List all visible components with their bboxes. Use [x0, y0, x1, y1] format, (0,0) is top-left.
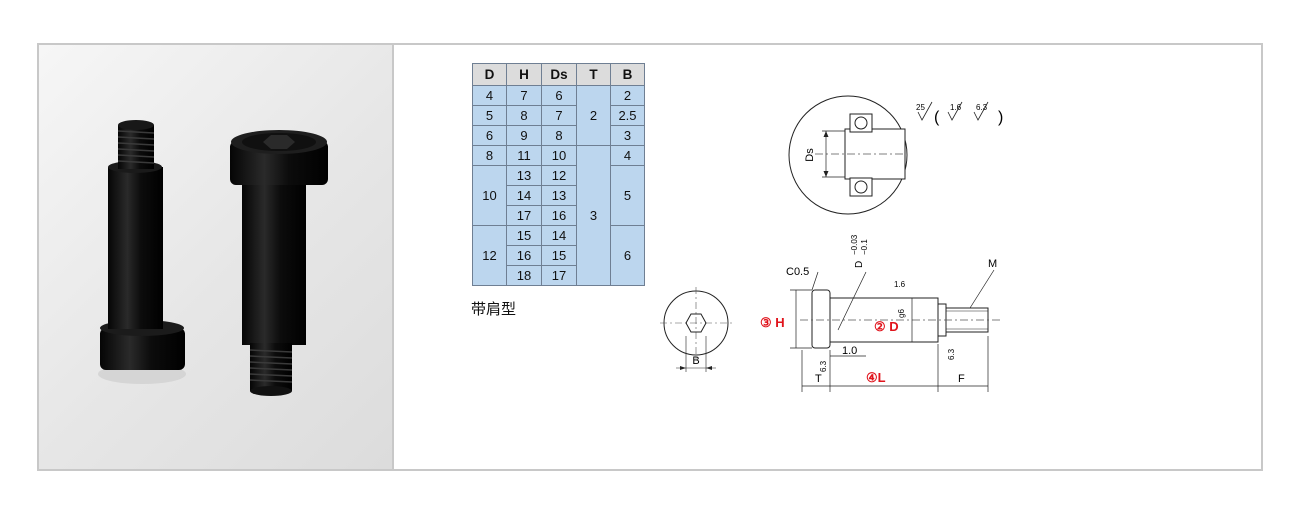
table-row: 18 17	[473, 265, 645, 286]
roughness-open-paren: (	[934, 109, 940, 126]
cell-ds: 15	[541, 245, 577, 266]
type-caption: 带肩型	[471, 300, 517, 318]
l-callout: ④L	[866, 370, 886, 385]
table-header-row: D H Ds T B	[472, 63, 645, 86]
m-label: M	[988, 258, 997, 270]
table-row: 17 16	[473, 205, 645, 226]
chamfer-label: C0.5	[786, 266, 809, 278]
end-view: B	[660, 287, 732, 372]
cell-b: 2	[610, 85, 645, 106]
header-h: H	[506, 63, 542, 86]
tolerance-upper: −0.03	[850, 234, 859, 255]
side-view	[811, 289, 989, 349]
cell-ds: 10	[541, 145, 577, 166]
cell-h: 17	[506, 205, 542, 226]
table-row: 8 11 10 3 4	[472, 145, 645, 286]
table-row: 12 15 14 6	[472, 225, 645, 286]
side-view-annotations	[790, 269, 1000, 392]
cell-b: 2.5	[610, 105, 645, 126]
header-ds: Ds	[541, 63, 577, 86]
table-row: 6 9 8 3	[472, 125, 645, 146]
cell-ds: 6	[541, 85, 577, 106]
cell-h: 14	[506, 185, 542, 206]
roughness-25: 25	[916, 103, 925, 112]
cell-b: 3	[610, 125, 645, 146]
cell-t: 3	[576, 145, 611, 286]
tolerance-lower: −0.1	[860, 239, 869, 255]
table-row: 14 13	[473, 185, 645, 206]
cell-d: 12	[472, 225, 507, 286]
cell-ds: 13	[541, 185, 577, 206]
cell-h: 9	[506, 125, 542, 146]
cell-d: 6	[472, 125, 507, 146]
cell-h: 11	[506, 145, 542, 166]
d-callout: ② D	[874, 319, 899, 334]
roughness-left: 6.3	[819, 360, 828, 372]
cell-ds: 12	[541, 165, 577, 186]
dim-1-0: 1.0	[842, 345, 857, 357]
roughness-close-paren: )	[998, 109, 1003, 126]
cell-b: 6	[610, 225, 645, 286]
roughness-right: 6.3	[947, 348, 956, 360]
t-label: T	[815, 373, 822, 385]
roughness-legend	[917, 101, 989, 121]
spec-table: D H Ds T B 4 7 6 2 2 5 8 7 2.5 6 9 8 3 8	[472, 63, 645, 286]
b-label: B	[692, 355, 699, 367]
table-row: 4 7 6 2 2	[472, 85, 645, 146]
cell-ds: 8	[541, 125, 577, 146]
roughness-6-3: 6.3	[976, 103, 988, 112]
roughness-1-6: 1.6	[950, 103, 962, 112]
cell-h: 7	[506, 85, 542, 106]
product-photo	[39, 45, 394, 469]
cell-ds: 16	[541, 205, 577, 226]
h-callout: ③ H	[760, 315, 785, 330]
g6-label: g6	[897, 309, 906, 318]
cell-h: 15	[506, 225, 542, 246]
cell-t: 2	[576, 85, 611, 146]
ds-label: Ds	[804, 148, 816, 162]
d-small-label: D	[854, 261, 865, 268]
cell-ds: 14	[541, 225, 577, 246]
bearing-detail-view: Ds	[788, 95, 908, 215]
table-row: 16 15	[473, 245, 645, 266]
header-t: T	[576, 63, 611, 86]
product-frame	[37, 43, 1263, 471]
roughness-top: 1.6	[894, 280, 906, 289]
cell-ds: 17	[541, 265, 577, 286]
cell-ds: 7	[541, 105, 577, 126]
table-row: 5 8 7 2.5	[472, 105, 645, 126]
f-label: F	[958, 373, 965, 385]
shoulder-bolt-image	[98, 120, 328, 396]
cell-b: 4	[610, 145, 645, 166]
